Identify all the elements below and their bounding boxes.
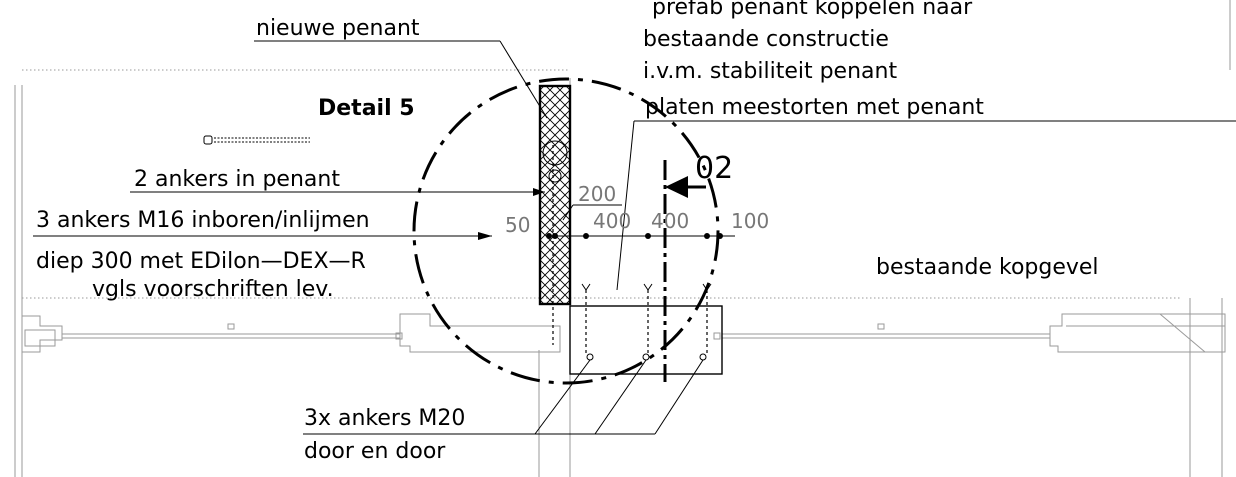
dim-tick-1 [546, 233, 552, 239]
frame-right-diagonal [1159, 313, 1206, 353]
anchors-m16-label: 3 ankers M16 inboren/inlijmen [36, 208, 370, 233]
dim-tick-4 [645, 233, 651, 239]
frame-right-joint [713, 332, 721, 340]
supplier-note-label: vgls voorschriften lev. [92, 277, 334, 302]
anchors-m20-label: 3x ankers M20 [304, 406, 465, 431]
anchor-circle-lower [548, 169, 562, 183]
new-pier-label: nieuwe penant [256, 16, 420, 41]
frame-left-marker [227, 323, 235, 330]
window-frames [22, 313, 1226, 353]
dim-200: 200 [578, 182, 616, 206]
anchor-head-1 [581, 283, 591, 291]
anchor-legend-head [203, 135, 213, 145]
leader-top-diag [616, 120, 635, 291]
detail-circle [412, 77, 720, 385]
anchor-m20-3 [699, 353, 707, 361]
section-marker: 02 [695, 151, 733, 186]
anchor-m20-2 [642, 353, 650, 361]
frame-middle-profile [399, 313, 561, 353]
anchor-plate [569, 305, 723, 375]
anchor-legend-symbol [203, 135, 310, 145]
depth-note-label: diep 300 met EDilon—DEX—R [36, 249, 366, 274]
new-pier [538, 84, 572, 306]
anchors-in-pier-label: 2 ankers in penant [134, 167, 340, 192]
anchor-m20-1 [586, 353, 594, 361]
frame-left-profile [22, 315, 63, 353]
leader-anchors-m16-arrow [478, 232, 492, 240]
frame-right-marker [877, 323, 885, 330]
section-arrow [665, 176, 688, 198]
leader-m20-3 [654, 359, 704, 435]
frame-left-inner [24, 329, 56, 347]
anchor-circle-upper [542, 140, 568, 166]
dim-50: 50 [505, 213, 530, 237]
leader-m20-2 [594, 359, 647, 435]
detail-title: Detail 5 [318, 96, 415, 121]
leader-m20-1 [534, 359, 591, 435]
dim-200-leader-diag [562, 204, 574, 221]
frame-middle-joint [395, 332, 403, 340]
anchor-head-2 [643, 283, 653, 291]
top-note-1: prefab penant koppelen naar [652, 0, 973, 20]
anchor-bars [552, 145, 712, 361]
leader-anchors-pier-arrow [533, 188, 545, 196]
dim-tick-2 [552, 233, 558, 239]
dim-tick-5 [704, 233, 710, 239]
dim-tick-3 [583, 233, 589, 239]
leader-new-pier [499, 40, 548, 119]
dimension-line [546, 204, 735, 239]
top-note-4: platen meestorten met penant [645, 95, 984, 120]
dim-400a: 400 [593, 209, 631, 233]
existing-gable-label: bestaande kopgevel [876, 255, 1099, 280]
top-note-3: i.v.m. stabiliteit penant [643, 59, 897, 84]
dim-400b: 400 [651, 209, 689, 233]
frame-right-profile [1049, 313, 1226, 353]
dim-100: 100 [731, 209, 769, 233]
top-note-2: bestaande constructie [643, 27, 889, 52]
leader-lines [33, 40, 1236, 435]
through-note-label: door en door [304, 439, 446, 464]
